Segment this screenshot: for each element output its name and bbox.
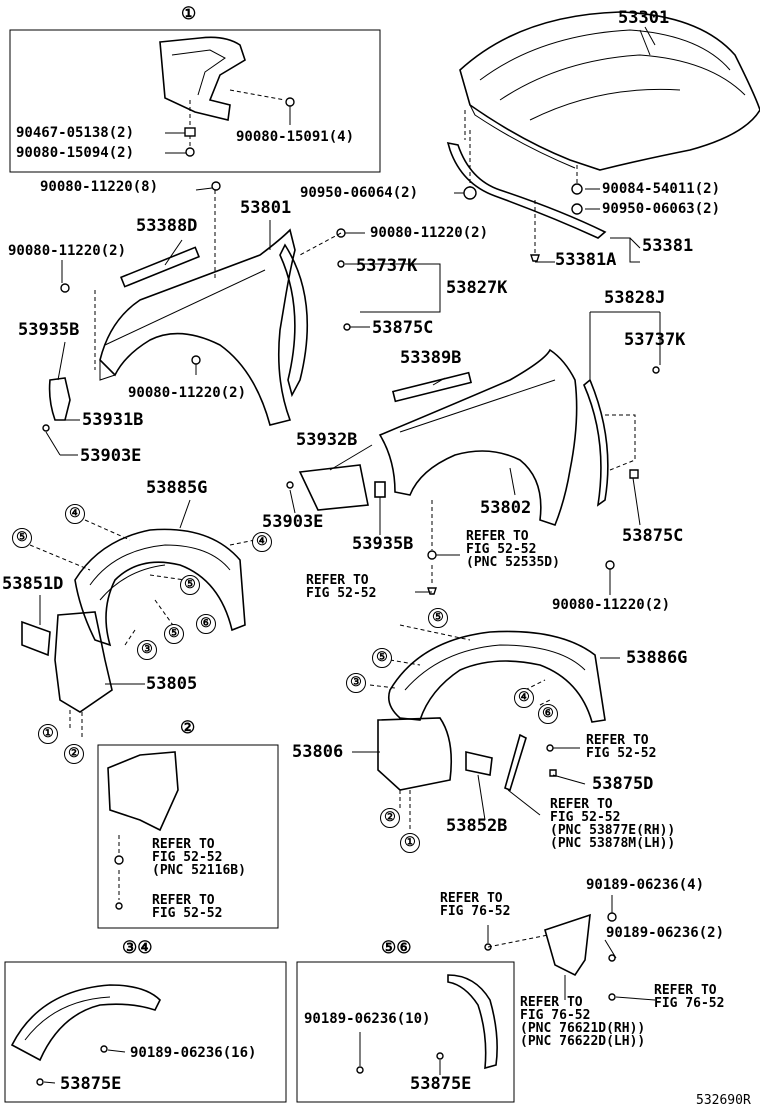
part-53935B-a[interactable]: 53935B <box>18 320 80 340</box>
callout-2: ② <box>64 744 84 764</box>
section-label-1: ① <box>181 4 197 24</box>
section-box-2 <box>97 744 279 929</box>
part-53388D[interactable]: 53388D <box>136 216 198 236</box>
part-53389B[interactable]: 53389B <box>400 348 462 368</box>
figure-code: 532690R <box>696 1093 751 1108</box>
part-53852B[interactable]: 53852B <box>446 816 508 836</box>
callout-4: ④ <box>65 504 85 524</box>
hood-seal-drawing <box>446 110 641 263</box>
ref-note-52535D[interactable]: REFER TO FIG 52-52 (PNC 52535D) <box>466 529 560 570</box>
liner-56-drawing <box>447 974 498 1070</box>
part-53875D[interactable]: 53875D <box>592 774 654 794</box>
part-90189-06236-16[interactable]: 90189-06236(16) <box>130 1045 257 1061</box>
part-53903E-a[interactable]: 53903E <box>80 446 142 466</box>
part-53827K[interactable]: 53827K <box>446 278 508 298</box>
callout-6: ⑥ <box>538 704 558 724</box>
liner-rh-drawing <box>387 630 606 723</box>
callout-5: ⑤ <box>372 648 392 668</box>
ref-note-76621D[interactable]: REFER TO FIG 76-52 (PNC 76621D(RH)) (PNC… <box>520 995 646 1049</box>
liner-lh-drawing <box>74 528 246 647</box>
fender-lh-drawing <box>99 228 296 426</box>
callout-3: ③ <box>137 640 157 660</box>
bracket-2-drawing <box>107 751 179 832</box>
ref-note-fig-76-52-b[interactable]: REFER TO FIG 76-52 <box>654 983 725 1011</box>
part-53875E-b[interactable]: 53875E <box>410 1074 472 1094</box>
section-label-2: ② <box>180 718 196 738</box>
part-90080-11220-2-a[interactable]: 90080-11220(2) <box>370 225 489 241</box>
part-53737K-b[interactable]: 53737K <box>624 330 686 350</box>
part-90080-15091[interactable]: 90080-15091(4) <box>236 129 355 145</box>
part-53806[interactable]: 53806 <box>292 742 344 762</box>
bracket-1-drawing <box>159 36 286 148</box>
callout-2: ② <box>380 808 400 828</box>
fender-liner-lh-drawing <box>279 243 309 398</box>
part-90467-05138[interactable]: 90467-05138(2) <box>16 125 135 141</box>
part-53875C-b[interactable]: 53875C <box>622 526 684 546</box>
part-53805[interactable]: 53805 <box>146 674 198 694</box>
part-53828J[interactable]: 53828J <box>604 288 666 308</box>
part-90080-11220-2-c[interactable]: 90080-11220(2) <box>128 385 247 401</box>
part-53935B-b[interactable]: 53935B <box>352 534 414 554</box>
liner-34-drawing <box>10 984 161 1062</box>
callout-5: ⑤ <box>180 575 200 595</box>
ref-note-fig-52-52-a[interactable]: REFER TO FIG 52-52 <box>306 573 377 601</box>
leader-lines <box>39 29 656 1084</box>
part-53875C-a[interactable]: 53875C <box>372 318 434 338</box>
part-90950-06063[interactable]: 90950-06063(2) <box>602 201 721 217</box>
part-53802[interactable]: 53802 <box>480 498 532 518</box>
part-90080-11220-2-d[interactable]: 90080-11220(2) <box>552 597 671 613</box>
section-label-34: ③④ <box>122 938 153 958</box>
fender-liner-rh-drawing <box>583 378 609 507</box>
part-53885G[interactable]: 53885G <box>146 478 208 498</box>
callout-5: ⑤ <box>12 528 32 548</box>
ref-note-fig-52-52-b[interactable]: REFER TO FIG 52-52 <box>586 733 657 761</box>
section-box-34 <box>4 961 287 1103</box>
part-53903E-b[interactable]: 53903E <box>262 512 324 532</box>
hood-drawing <box>459 11 760 171</box>
callout-5: ⑤ <box>428 608 448 628</box>
part-90080-15094[interactable]: 90080-15094(2) <box>16 145 135 161</box>
part-90084-54011[interactable]: 90084-54011(2) <box>602 181 721 197</box>
shield-rh-drawing <box>377 717 453 791</box>
mudflap-drawing <box>544 913 591 977</box>
part-53801[interactable]: 53801 <box>240 198 292 218</box>
part-90189-06236-2[interactable]: 90189-06236(2) <box>606 925 725 941</box>
callout-6: ⑥ <box>196 614 216 634</box>
part-53851D[interactable]: 53851D <box>2 574 64 594</box>
callout-1: ① <box>38 724 58 744</box>
part-53886G[interactable]: 53886G <box>626 648 688 668</box>
ref-note-52116B[interactable]: REFER TO FIG 52-52 (PNC 52116B) <box>152 837 246 878</box>
ref-note-53877E[interactable]: REFER TO FIG 52-52 (PNC 53877E(RH)) (PNC… <box>550 797 676 851</box>
fender-rh-drawing <box>378 348 578 526</box>
callout-5: ⑤ <box>164 624 184 644</box>
part-90950-06064[interactable]: 90950-06064(2) <box>300 185 419 201</box>
part-53381A[interactable]: 53381A <box>555 250 617 270</box>
part-90080-11220-2-b[interactable]: 90080-11220(2) <box>8 243 127 259</box>
callout-4: ④ <box>514 688 534 708</box>
part-53875E-a[interactable]: 53875E <box>60 1074 122 1094</box>
part-53737K-a[interactable]: 53737K <box>356 256 418 276</box>
section-label-56: ⑤⑥ <box>381 938 412 958</box>
part-53381[interactable]: 53381 <box>642 236 694 256</box>
part-53931B[interactable]: 53931B <box>82 410 144 430</box>
ref-note-fig-52-52-c[interactable]: REFER TO FIG 52-52 <box>152 893 223 921</box>
shield-lh-drawing <box>54 611 113 713</box>
part-53301[interactable]: 53301 <box>618 8 670 28</box>
section-box-1 <box>9 29 381 173</box>
callout-3: ③ <box>346 673 366 693</box>
ref-note-fig-76-52-a[interactable]: REFER TO FIG 76-52 <box>440 891 511 919</box>
part-90080-11220-8[interactable]: 90080-11220(8) <box>40 179 159 195</box>
part-90189-06236-10[interactable]: 90189-06236(10) <box>304 1011 431 1027</box>
callout-4: ④ <box>252 532 272 552</box>
part-90189-06236-4[interactable]: 90189-06236(4) <box>586 877 705 893</box>
callout-1: ① <box>400 833 420 853</box>
part-53932B[interactable]: 53932B <box>296 430 358 450</box>
section-box-56 <box>296 961 515 1103</box>
